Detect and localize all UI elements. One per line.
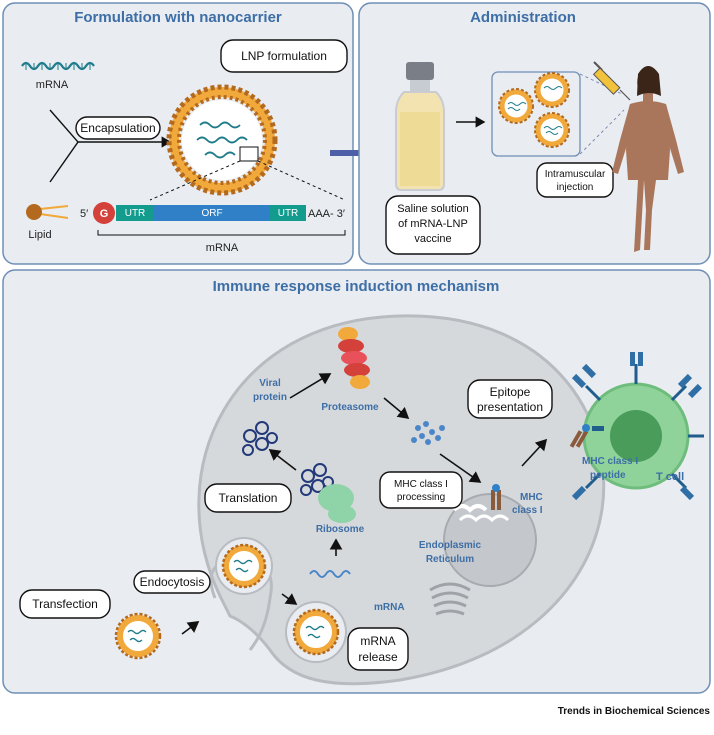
proteasome-icon bbox=[338, 327, 370, 389]
small-lnp-icon bbox=[534, 112, 570, 148]
cytoplasm-mrna-icon bbox=[309, 570, 351, 578]
arrow-proteasome-to-peptides bbox=[383, 397, 410, 420]
vaccine-vial-icon bbox=[395, 62, 445, 191]
ribosome-label: Ribosome bbox=[316, 524, 365, 535]
zoom-line-bottom bbox=[579, 109, 625, 155]
mhc-class-i-label-2: class I bbox=[512, 505, 543, 516]
five-prime-label: 5′ bbox=[80, 208, 88, 220]
injection-label-pill bbox=[536, 162, 614, 198]
transfection-label: Transfection bbox=[32, 597, 98, 611]
immune-panel: Immune response induction mechanism Prot… bbox=[2, 269, 711, 694]
endocytosis-label: Endocytosis bbox=[140, 575, 205, 589]
epitope-label-2: presentation bbox=[477, 400, 543, 414]
released-lnp-icon bbox=[285, 601, 347, 663]
epitope-pill bbox=[467, 379, 553, 419]
proteasome-label: Proteasome bbox=[321, 402, 379, 413]
formulation-panel: Formulation with nanocarrier mRNA Lipid … bbox=[2, 2, 354, 265]
lnp-formulation-pill bbox=[220, 39, 348, 73]
mhc-processing-label-2: processing bbox=[397, 492, 445, 503]
lipid-icon bbox=[26, 204, 69, 220]
mhc-class-i-label-1: MHC bbox=[520, 492, 543, 503]
viral-protein-icon bbox=[242, 421, 278, 456]
orf-label: ORF bbox=[201, 208, 222, 219]
construct-bracket-label: mRNA bbox=[206, 242, 239, 254]
cytoplasm-mrna-label: mRNA bbox=[374, 602, 405, 613]
vaccine-label-line1: Saline solution bbox=[397, 203, 469, 215]
mrna-bases-icon bbox=[25, 63, 91, 70]
human-body-icon bbox=[612, 66, 684, 252]
injection-label-line2: injection bbox=[557, 182, 594, 193]
arrow-er-to-surface bbox=[521, 438, 548, 467]
golgi-icon bbox=[429, 582, 471, 616]
folded-protein-icon bbox=[300, 463, 334, 496]
encapsulation-pill bbox=[75, 116, 161, 140]
epitope-label-1: Epitope bbox=[490, 385, 531, 399]
arrow-endosome-down bbox=[281, 593, 298, 605]
immune-title: Immune response induction mechanism bbox=[213, 278, 500, 295]
mrna-label: mRNA bbox=[36, 79, 69, 91]
endosome-lnp-icon bbox=[215, 537, 273, 595]
endocytosis-pill bbox=[133, 570, 211, 594]
t-cell-icon bbox=[571, 352, 704, 501]
t-cell-label: T cell bbox=[656, 471, 684, 483]
small-lnp-icon bbox=[498, 88, 534, 124]
administration-title: Administration bbox=[470, 9, 576, 26]
injection-label-line1: Intramuscular bbox=[545, 169, 606, 180]
translation-pill bbox=[204, 483, 292, 513]
utr-left-segment bbox=[116, 205, 154, 221]
mhc-molecule-icon bbox=[491, 484, 501, 510]
lipid-label: Lipid bbox=[28, 229, 51, 241]
mrna-release-pill bbox=[347, 627, 409, 671]
mhc-peptide-label-1: MHC class I bbox=[582, 456, 638, 467]
small-lnp-icon bbox=[534, 72, 570, 108]
administration-panel: Administration Saline solution of mRNA-L… bbox=[358, 2, 711, 265]
mrna-release-label-1: mRNA bbox=[360, 634, 395, 648]
mhc-processing-pill bbox=[379, 471, 463, 509]
utr-left-label: UTR bbox=[125, 208, 146, 219]
er-label-2: Reticulum bbox=[426, 554, 474, 565]
arrow-protein-to-proteasome bbox=[289, 373, 332, 399]
viral-protein-label-2: protein bbox=[253, 392, 287, 403]
vaccine-label-pill bbox=[385, 195, 481, 255]
utr-right-label: UTR bbox=[278, 208, 299, 219]
vaccine-label-line2: of mRNA-LNP bbox=[398, 218, 468, 230]
translation-label: Translation bbox=[219, 491, 278, 505]
mhc-processing-label-1: MHC class I bbox=[394, 479, 448, 490]
er-icon bbox=[443, 493, 537, 587]
arrow-transfection bbox=[181, 621, 200, 635]
journal-footer: Trends in Biochemical Sciences bbox=[558, 706, 711, 717]
peptide-fragments-icon bbox=[411, 421, 445, 445]
lnp-particle-icon bbox=[166, 84, 278, 196]
arrow-peptides-to-er bbox=[439, 453, 482, 483]
zoom-line-right bbox=[257, 160, 346, 201]
mrna-release-label-2: release bbox=[358, 650, 398, 664]
cap-icon bbox=[93, 202, 115, 224]
utr-right-segment bbox=[270, 205, 306, 221]
er-label-1: Endoplasmic bbox=[419, 540, 482, 551]
transfection-pill bbox=[19, 589, 111, 619]
poly-a-label: AAA- 3′ bbox=[308, 208, 345, 220]
mhc-peptide-label-2: peptide bbox=[590, 470, 626, 481]
encapsulation-label: Encapsulation bbox=[80, 121, 155, 135]
orf-segment bbox=[154, 205, 270, 221]
lnp-formulation-label: LNP formulation bbox=[241, 49, 327, 63]
viral-protein-label-1: Viral bbox=[259, 378, 281, 389]
outside-lnp-icon bbox=[114, 612, 162, 660]
vaccine-label-line3: vaccine bbox=[414, 233, 451, 245]
zoom-line-left bbox=[149, 160, 241, 201]
syringe-icon bbox=[592, 61, 631, 101]
mhc-peptide-complex-icon bbox=[569, 424, 590, 448]
formulation-title: Formulation with nanocarrier bbox=[74, 9, 282, 26]
arrow-translation-to-protein bbox=[268, 449, 297, 471]
construct-bracket bbox=[97, 230, 346, 236]
ribosome-icon bbox=[318, 484, 356, 523]
cap-label: G bbox=[100, 208, 109, 220]
